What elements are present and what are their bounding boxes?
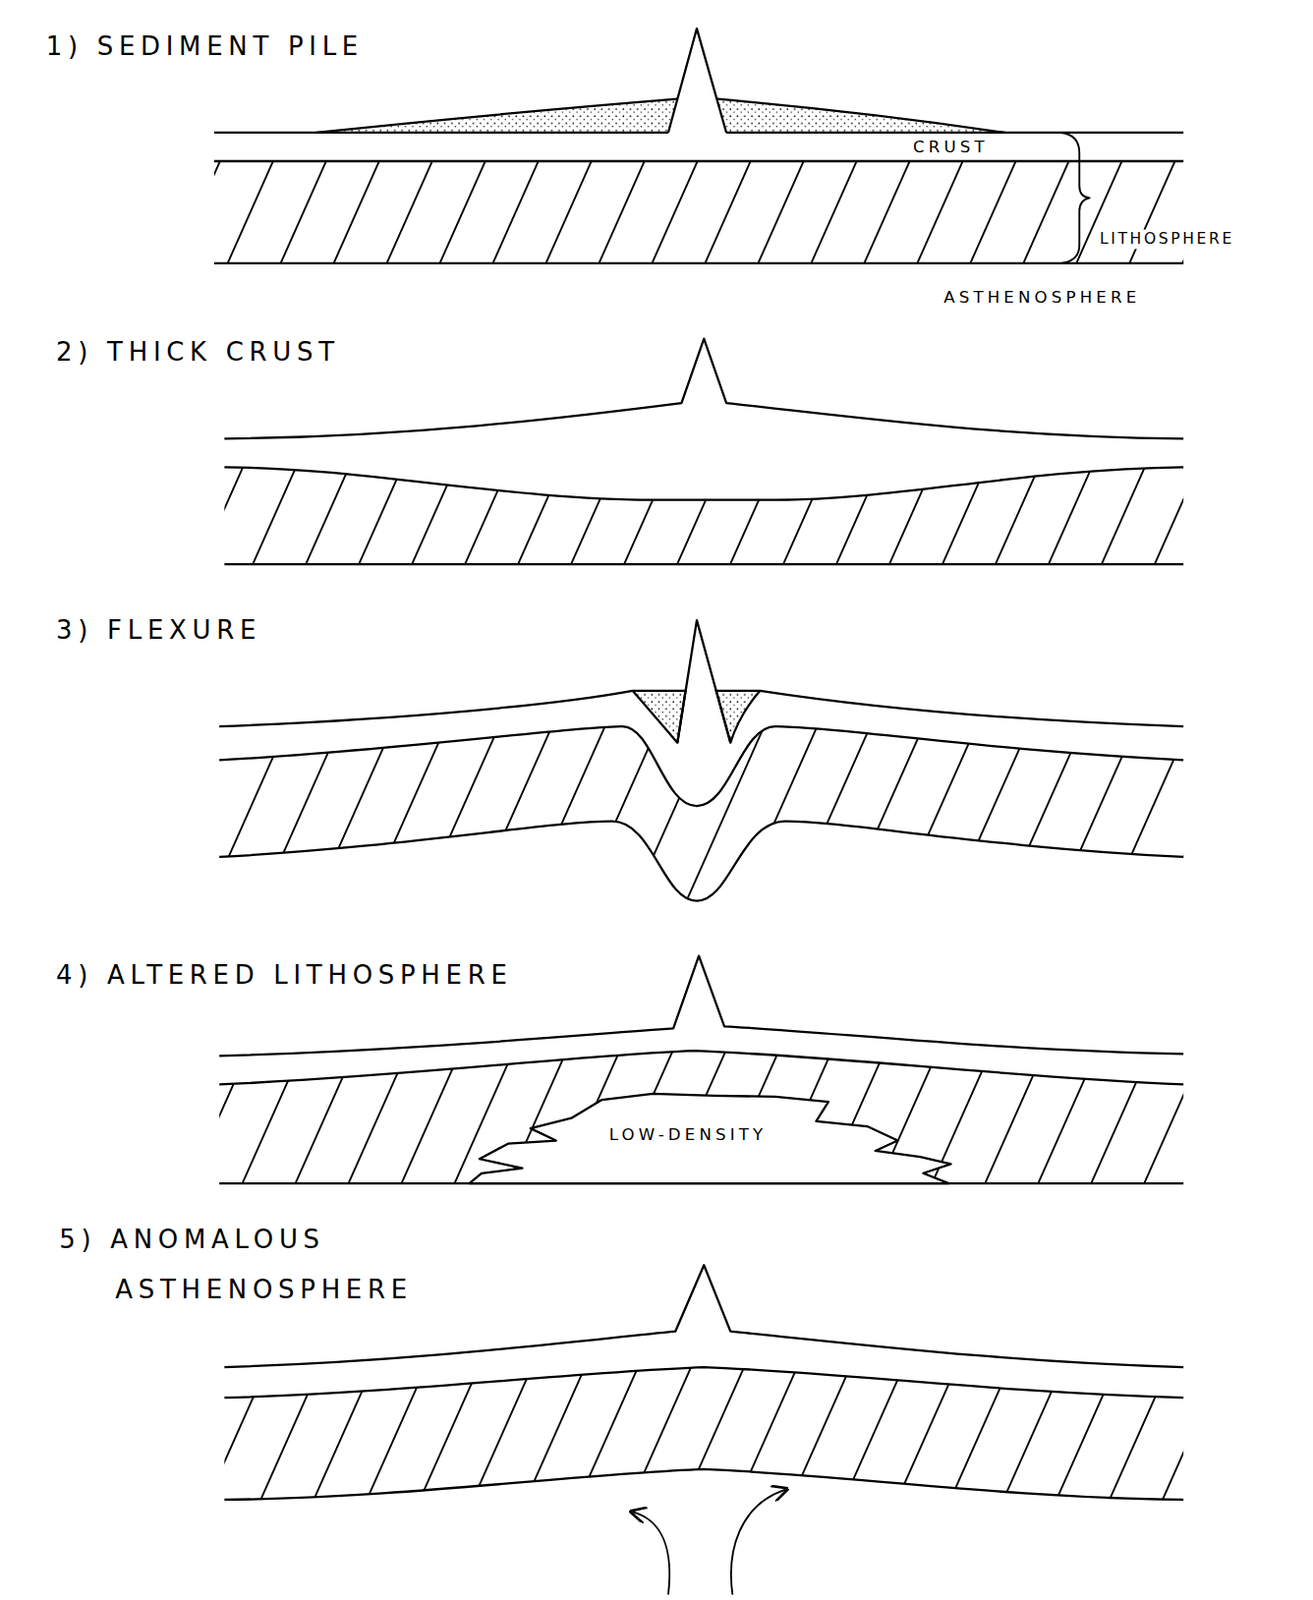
panel-sediment-pile [214,28,1184,264]
panel-title: 1) SEDIMENT PILE [46,33,364,59]
panel-flexure [219,620,1184,901]
layer-label: CRUST [913,138,989,156]
panel-title: 4) ALTERED LITHOSPHERE [56,961,513,987]
panel-title: 3) FLEXURE [56,617,262,643]
panel-altered-lithosphere [219,956,1184,1184]
upwelling-arrow [632,1511,671,1595]
panel-title: 2) THICK CRUST [56,339,341,365]
panel-thick-crust [224,339,1184,565]
layer-label: ASTHENOSPHERE [943,289,1141,307]
region-label: LOW-DENSITY [609,1126,768,1143]
panel-title: 5) ANOMALOUS ASTHENOSPHERE [58,1213,483,1316]
upwelling-arrow [731,1489,786,1596]
layer-label: LITHOSPHERE [1096,228,1238,249]
panel-anomalous-asthenosphere [224,1264,1184,1595]
